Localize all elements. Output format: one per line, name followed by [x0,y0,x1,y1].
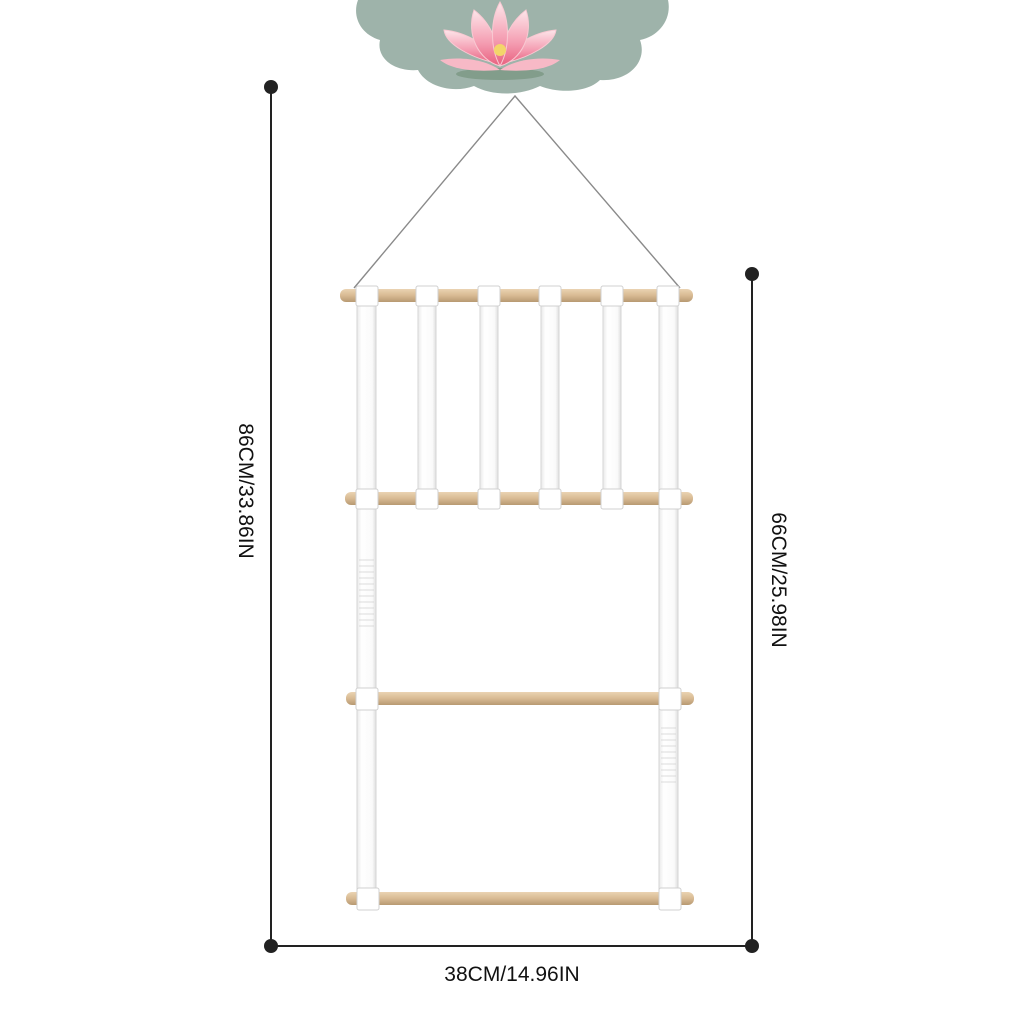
wooden-rods [340,289,694,905]
rod-2 [345,492,693,505]
lotus-icon [440,0,560,80]
dimension-endpoint [745,939,759,953]
dimension-endpoint [264,939,278,953]
rod-3 [346,692,694,705]
hanging-rope [353,94,681,289]
dimension-endpoint [264,80,278,94]
inner-straps [417,291,622,503]
total-height-label: 86CM/33.86IN [234,423,257,559]
dimension-endpoint [745,267,759,281]
rod-1 [340,289,693,302]
width-label: 38CM/14.96IN [444,963,580,986]
ladder-height-label: 66CM/25.98IN [767,512,790,648]
side-straps [356,291,679,905]
dimension-lines [264,80,759,953]
strap-loops [355,285,682,911]
rod-4 [346,892,694,905]
cloud-badge [356,0,669,94]
